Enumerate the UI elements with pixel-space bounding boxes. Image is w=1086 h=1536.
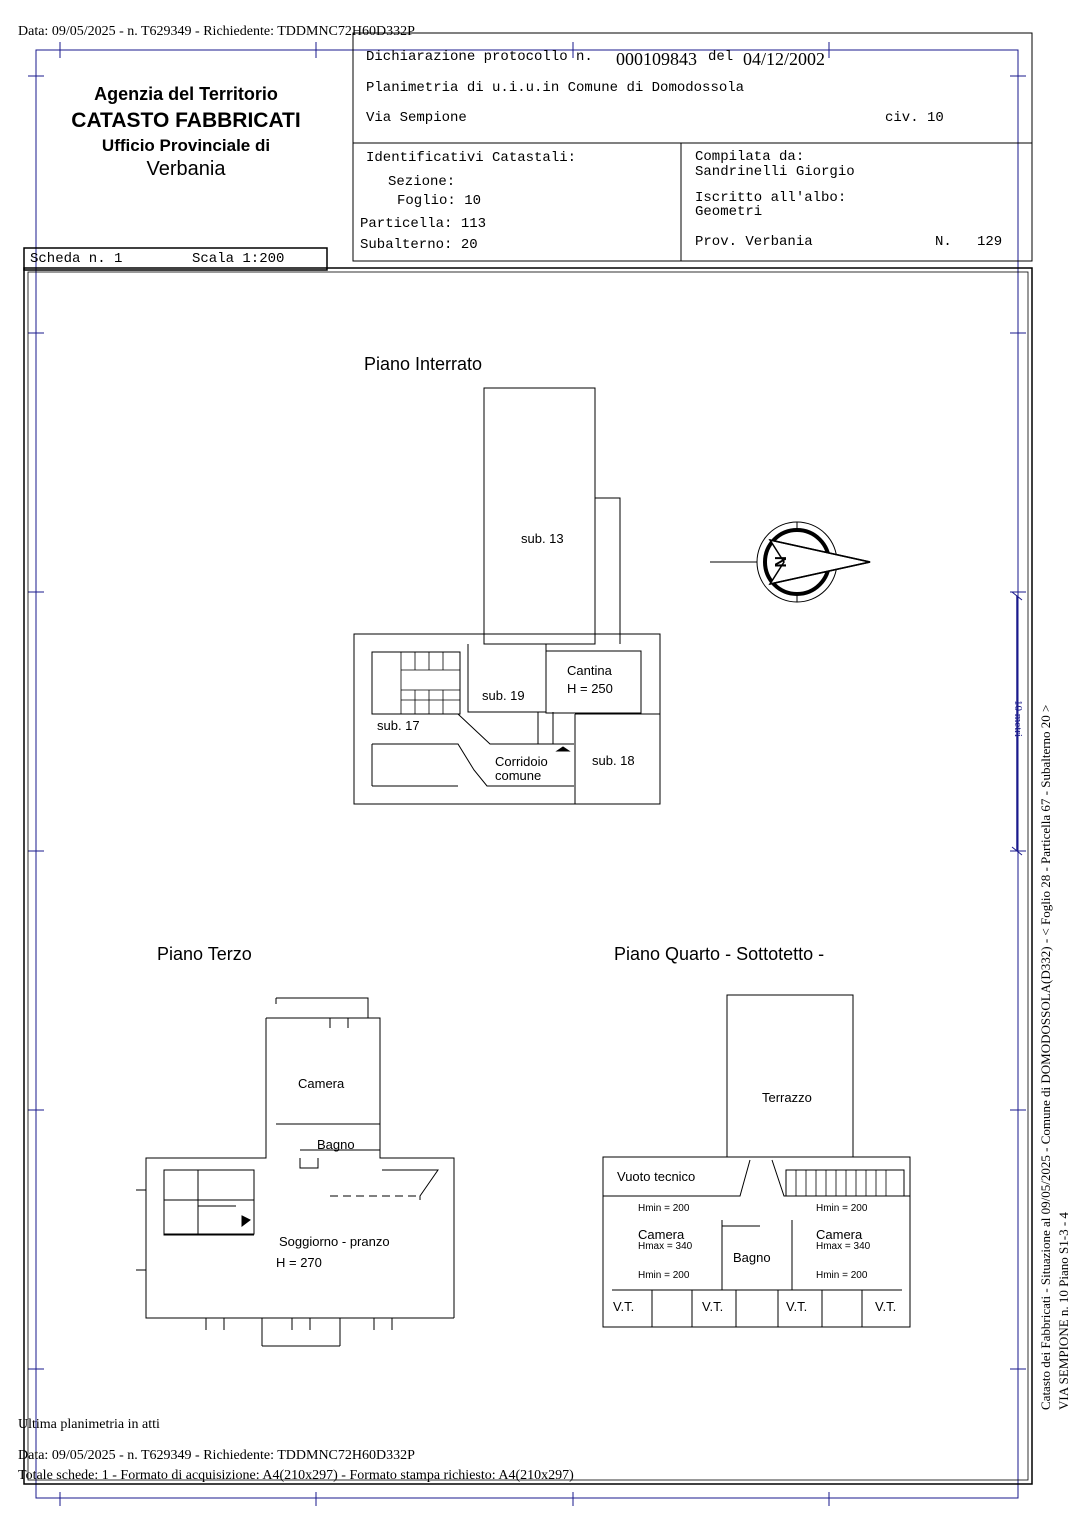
n-value: 129: [977, 234, 1003, 250]
compiler-label: Compilata da:: [695, 149, 805, 165]
svg-text:N: N: [771, 556, 788, 568]
albo-value: Geometri: [695, 204, 763, 220]
agency-name: Agenzia del Territorio: [94, 84, 278, 104]
scale-bar-label: 10 metri: [1012, 700, 1024, 737]
sub18-label: sub. 18: [592, 753, 635, 768]
compass-icon: N: [710, 521, 871, 603]
particella: Particella: 113: [360, 216, 487, 232]
scala-label: Scala 1:200: [192, 251, 285, 267]
sub13-label: sub. 13: [521, 531, 564, 546]
cantina-label: Cantina: [567, 663, 612, 678]
quarto-vt: V.T.: [613, 1299, 635, 1314]
scheda-label: Scheda n. 1: [30, 251, 123, 267]
quarto-hmin: Hmin = 200: [816, 1203, 868, 1214]
catasto-title: CATASTO FABBRICATI: [71, 109, 301, 132]
quarto-hmin: Hmin = 200: [638, 1270, 690, 1281]
quarto-camera: Camera: [816, 1227, 863, 1242]
planimetria-line: Planimetria di u.i.u.in Comune di Domodo…: [366, 80, 745, 96]
agency-block: Agenzia del Territorio CATASTO FABBRICAT…: [40, 84, 332, 181]
compiler-name: Sandrinelli Giorgio: [695, 164, 855, 180]
quarto-hmin: Hmin = 200: [816, 1270, 868, 1281]
via-line: Via Sempione: [366, 110, 467, 126]
ufficio-label: Ufficio Provinciale di: [101, 136, 271, 155]
side-info-line2: VIA SEMPIONE n. 10 Piano S1-3 - 4: [1056, 1212, 1071, 1410]
terzo-title: Piano Terzo: [157, 944, 252, 964]
quarto-vt: V.T.: [875, 1299, 897, 1314]
footer-stamp: Data: 09/05/2025 - n. T629349 - Richiede…: [18, 1448, 415, 1463]
sezione: Sezione:: [388, 174, 456, 190]
terzo-soggiorno: Soggiorno - pranzo: [279, 1234, 390, 1249]
footer-note: Ultima planimetria in atti: [18, 1417, 160, 1432]
declaration-date: 04/12/2002: [743, 49, 826, 69]
sub19-label: sub. 19: [482, 688, 525, 703]
foglio: Foglio: 10: [397, 193, 482, 209]
terzo-soggiorno-height: H = 270: [276, 1255, 322, 1270]
plan-quarto: [602, 994, 911, 1328]
ufficio-city: Verbania: [146, 158, 226, 180]
identifiers-title: Identificativi Catastali:: [366, 150, 577, 166]
terzo-bagno: Bagno: [317, 1137, 355, 1152]
quarto-vuoto: Vuoto tecnico: [617, 1169, 696, 1184]
quarto-vt: V.T.: [786, 1299, 808, 1314]
footer-schede: Totale schede: 1 - Formato di acquisizio…: [18, 1468, 574, 1483]
declaration-del: del: [708, 49, 734, 65]
albo-label: Iscritto all'albo:: [695, 190, 847, 206]
quarto-title: Piano Quarto - Sottotetto -: [614, 944, 825, 964]
quarto-bagno: Bagno: [733, 1250, 771, 1265]
quarto-hmax: Hmax = 340: [816, 1241, 871, 1252]
cantina-height: H = 250: [567, 681, 613, 696]
declaration-prefix: Dichiarazione protocollo n.: [366, 49, 593, 65]
interrato-title: Piano Interrato: [364, 354, 483, 374]
comune-label: comune: [495, 768, 542, 783]
sub17-label: sub. 17: [377, 718, 420, 733]
corridoio-label: Corridoio: [495, 754, 548, 769]
prov-label: Prov. Verbania: [695, 234, 813, 250]
quarto-hmax: Hmax = 340: [638, 1241, 693, 1252]
n-label: N.: [935, 234, 952, 250]
civ-line: civ. 10: [885, 110, 944, 126]
quarto-camera: Camera: [638, 1227, 685, 1242]
declaration-number: 000109843: [616, 49, 697, 69]
top-stamp: Data: 09/05/2025 - n. T629349 - Richiede…: [18, 24, 415, 39]
subalterno: Subalterno: 20: [360, 237, 478, 253]
quarto-terrazzo: Terrazzo: [762, 1090, 812, 1105]
quarto-hmin: Hmin = 200: [638, 1203, 690, 1214]
plan-interrato: [353, 387, 661, 805]
side-info-line1: Catasto dei Fabbricati - Situazione al 0…: [1038, 704, 1053, 1410]
terzo-camera: Camera: [298, 1076, 345, 1091]
quarto-vt: V.T.: [702, 1299, 724, 1314]
plan-terzo: [136, 997, 455, 1347]
